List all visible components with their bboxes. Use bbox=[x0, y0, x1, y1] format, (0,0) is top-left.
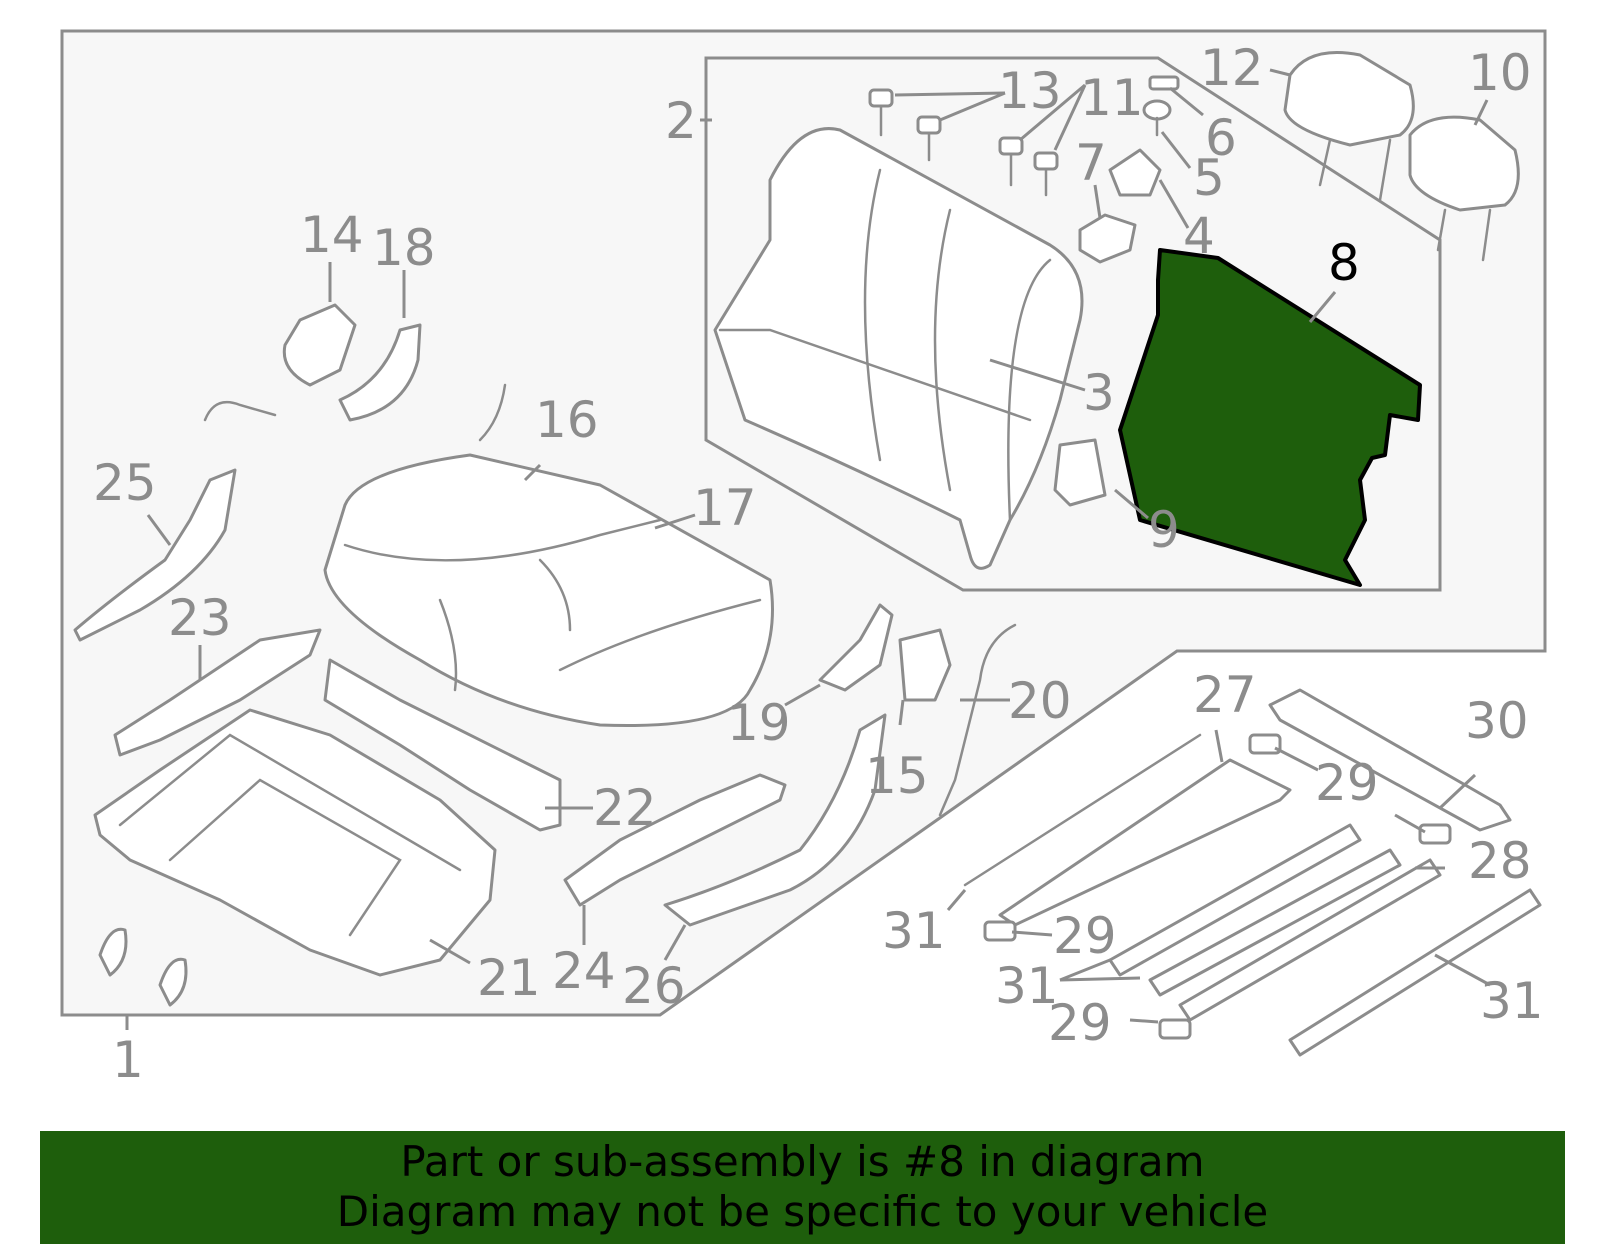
callout-7: 7 bbox=[1075, 134, 1107, 192]
highlighted-part-8 bbox=[1118, 248, 1422, 587]
seat-rail-parts bbox=[963, 688, 1542, 1057]
callout-16: 16 bbox=[535, 391, 599, 449]
callout-5: 5 bbox=[1193, 149, 1225, 207]
callout-18: 18 bbox=[372, 219, 436, 277]
callout-2: 2 bbox=[665, 92, 697, 150]
callout-labels: 1 2 3 4 5 6 7 8 9 10 11 12 13 14 15 16 1… bbox=[93, 39, 1544, 1089]
callout-31b: 31 bbox=[995, 957, 1059, 1015]
callout-26: 26 bbox=[622, 957, 686, 1015]
seat-cushion-part-17 bbox=[323, 383, 774, 728]
callout-10: 10 bbox=[1468, 44, 1532, 102]
callout-4: 4 bbox=[1183, 207, 1215, 265]
callout-28: 28 bbox=[1468, 832, 1532, 890]
callout-24: 24 bbox=[552, 942, 616, 1000]
small-hardware-parts bbox=[868, 75, 1180, 507]
callout-22: 22 bbox=[593, 779, 657, 837]
leader-lines bbox=[125, 68, 1491, 1030]
callout-12: 12 bbox=[1200, 39, 1264, 97]
headrest-part-10 bbox=[1408, 115, 1520, 262]
banner-line-1: Part or sub-assembly is #8 in diagram bbox=[400, 1137, 1205, 1186]
callout-8-highlighted: 8 bbox=[1328, 234, 1360, 292]
callout-19: 19 bbox=[727, 694, 791, 752]
headrest-part-12 bbox=[1283, 51, 1415, 202]
banner-line-2: Diagram may not be specific to your vehi… bbox=[336, 1187, 1269, 1236]
callout-29a: 29 bbox=[1315, 754, 1379, 812]
info-banner: Part or sub-assembly is #8 in diagram Di… bbox=[40, 1131, 1565, 1244]
callout-13: 13 bbox=[998, 62, 1062, 120]
seat-frame-parts bbox=[93, 628, 887, 1007]
callout-3: 3 bbox=[1083, 364, 1115, 422]
callout-1: 1 bbox=[112, 1031, 144, 1089]
callout-9: 9 bbox=[1148, 501, 1180, 559]
callout-20: 20 bbox=[1008, 672, 1072, 730]
callout-31c: 31 bbox=[1480, 972, 1544, 1030]
callout-15: 15 bbox=[865, 747, 929, 805]
callout-31a: 31 bbox=[882, 902, 946, 960]
callout-6: 6 bbox=[1205, 109, 1237, 167]
callout-11: 11 bbox=[1080, 69, 1144, 127]
callout-29b: 29 bbox=[1053, 907, 1117, 965]
callout-17: 17 bbox=[693, 479, 757, 537]
callout-27: 27 bbox=[1193, 666, 1257, 724]
callout-25: 25 bbox=[93, 454, 157, 512]
callout-23: 23 bbox=[168, 589, 232, 647]
seatback-part-3 bbox=[713, 127, 1084, 570]
callout-21: 21 bbox=[477, 949, 541, 1007]
callout-30: 30 bbox=[1465, 692, 1529, 750]
callout-14: 14 bbox=[300, 206, 364, 264]
trim-parts-left bbox=[73, 303, 1017, 817]
callout-29c: 29 bbox=[1048, 994, 1112, 1052]
